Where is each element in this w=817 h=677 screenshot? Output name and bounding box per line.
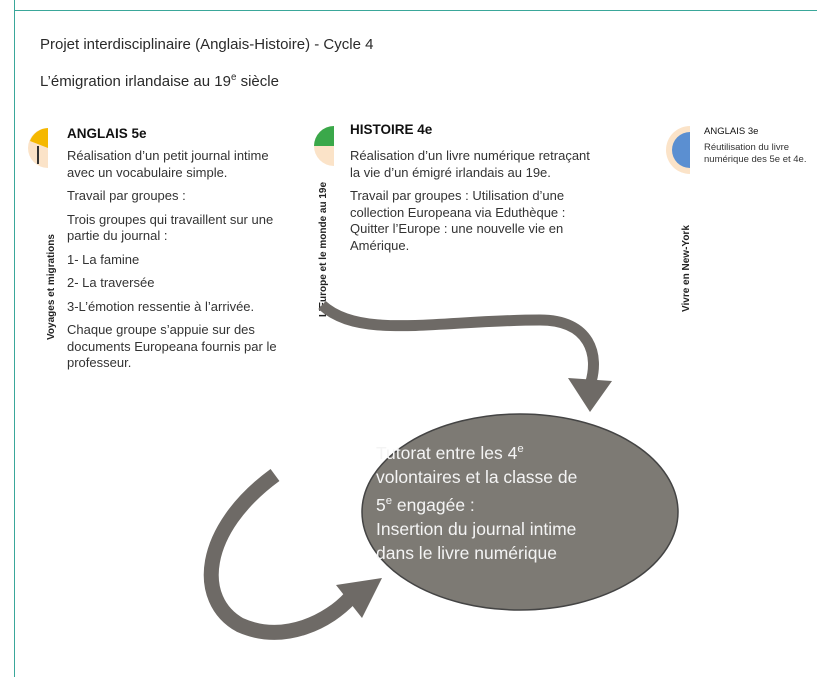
bubble-text: Tutorat entre les 4e volontaires et la c… <box>376 437 676 565</box>
curved-arrow-top <box>318 300 599 387</box>
frame-left-border <box>14 0 15 677</box>
col3-text: Réutilisation du livre numérique des 5e … <box>704 142 807 165</box>
col2-paragraph: Réalisation d’un livre numérique retraça… <box>350 148 590 180</box>
col1-paragraph: Chaque groupe s’appuie sur des documents… <box>67 322 277 370</box>
col3-title: ANGLAIS 3e <box>704 126 759 137</box>
pie-icon-blue <box>666 126 690 174</box>
col1-title: ANGLAIS 5e <box>67 126 147 141</box>
pie-icon-yellow <box>28 128 48 168</box>
page-title: Projet interdisciplinaire (Anglais-Histo… <box>40 36 374 53</box>
frame-top-border <box>14 10 817 11</box>
bubble-line: Tutorat entre les 4e <box>376 442 524 463</box>
page-subtitle: L’émigration irlandaise au 19e siècle <box>40 72 279 90</box>
col1-paragraph: Trois groupes qui travaillent sur une pa… <box>67 211 274 244</box>
bubble-line: dans le livre numérique <box>376 542 557 563</box>
col2-text: Réalisation d’un livre numérique retraça… <box>350 148 600 261</box>
col1-paragraph: Travail par groupes : <box>67 188 186 203</box>
col1-text: Réalisation d’un petit journal intime av… <box>67 148 287 379</box>
col1-paragraph: 1- La famine <box>67 251 140 267</box>
arrowhead-bottom <box>336 578 382 618</box>
col1-paragraph: 2- La traversée <box>67 275 155 290</box>
bubble-line: volontaires et la classe de <box>376 466 578 487</box>
col1-paragraph: 3-L’émotion ressentie à l’arrivée. <box>67 298 255 314</box>
bubble-line: 5e engagée : <box>376 494 475 515</box>
bubble-line: Insertion du journal intime <box>376 518 577 539</box>
col2-paragraph: Travail par groupes : Utilisation d’une … <box>350 188 566 253</box>
col1-paragraph: Réalisation d’un petit journal intime av… <box>67 148 269 180</box>
tutoring-bubble <box>361 413 679 611</box>
arrowhead-top <box>568 378 612 412</box>
curved-arrow-bottom <box>203 468 356 640</box>
pie-icon-green <box>314 126 334 166</box>
col2-title: HISTOIRE 4e <box>350 122 433 137</box>
